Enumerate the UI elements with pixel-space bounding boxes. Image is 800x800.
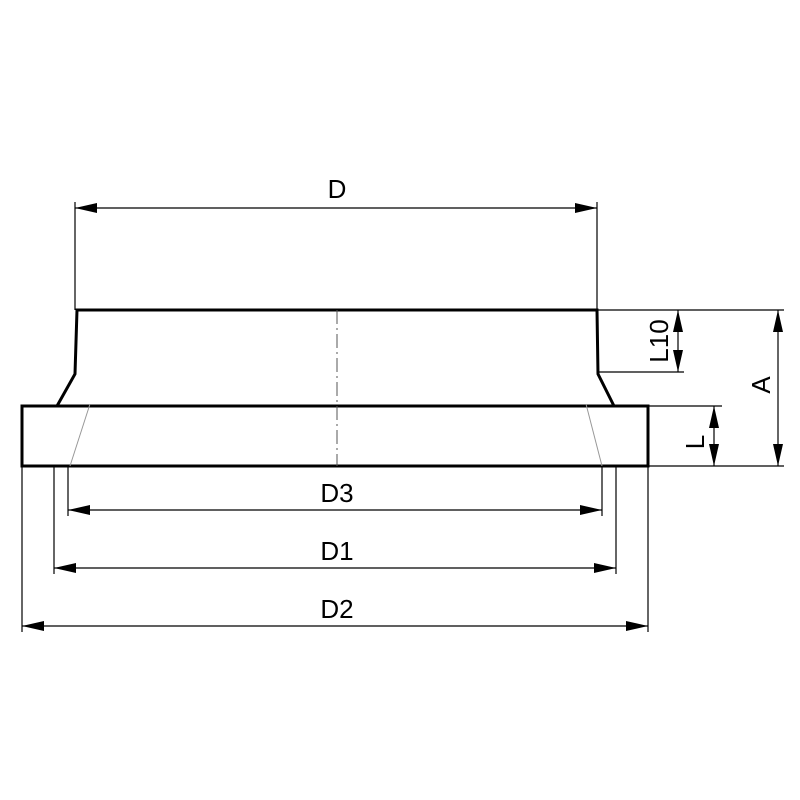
label-A: A <box>746 376 776 394</box>
dimension-D: D <box>75 174 597 213</box>
arrow-A-top <box>773 310 783 332</box>
dimension-D3: D3 <box>68 478 602 515</box>
dimension-D1: D1 <box>54 536 616 573</box>
dimension-A: A <box>746 310 783 466</box>
dimension-L10: L10 <box>644 310 683 372</box>
arrow-D3-left <box>68 505 90 515</box>
extension-lines <box>21 202 784 632</box>
arrow-L10-top <box>673 310 683 332</box>
arrow-D-left <box>75 203 97 213</box>
right-hidden-line <box>585 403 603 467</box>
label-L10: L10 <box>644 319 674 362</box>
left-hidden-line <box>69 403 91 467</box>
hidden-lines <box>69 403 603 467</box>
upper-body-outline <box>55 308 616 407</box>
label-L: L <box>680 435 710 449</box>
arrow-L-bottom <box>709 444 719 466</box>
label-D: D <box>328 174 347 204</box>
dimension-L: L <box>680 406 719 466</box>
arrow-D2-left <box>22 621 44 631</box>
label-D2: D2 <box>320 594 353 624</box>
arrow-L-top <box>709 406 719 428</box>
dimension-D2: D2 <box>22 594 648 631</box>
arrow-D3-right <box>580 505 602 515</box>
arrow-D2-right <box>626 621 648 631</box>
part-outline <box>20 308 650 468</box>
arrow-A-bottom <box>773 444 783 466</box>
flange-rim <box>20 404 650 468</box>
arrow-D-right <box>575 203 597 213</box>
label-D3: D3 <box>320 478 353 508</box>
label-D1: D1 <box>320 536 353 566</box>
arrow-D1-left <box>54 563 76 573</box>
arrow-D1-right <box>594 563 616 573</box>
arrow-L10-bottom <box>673 350 683 372</box>
